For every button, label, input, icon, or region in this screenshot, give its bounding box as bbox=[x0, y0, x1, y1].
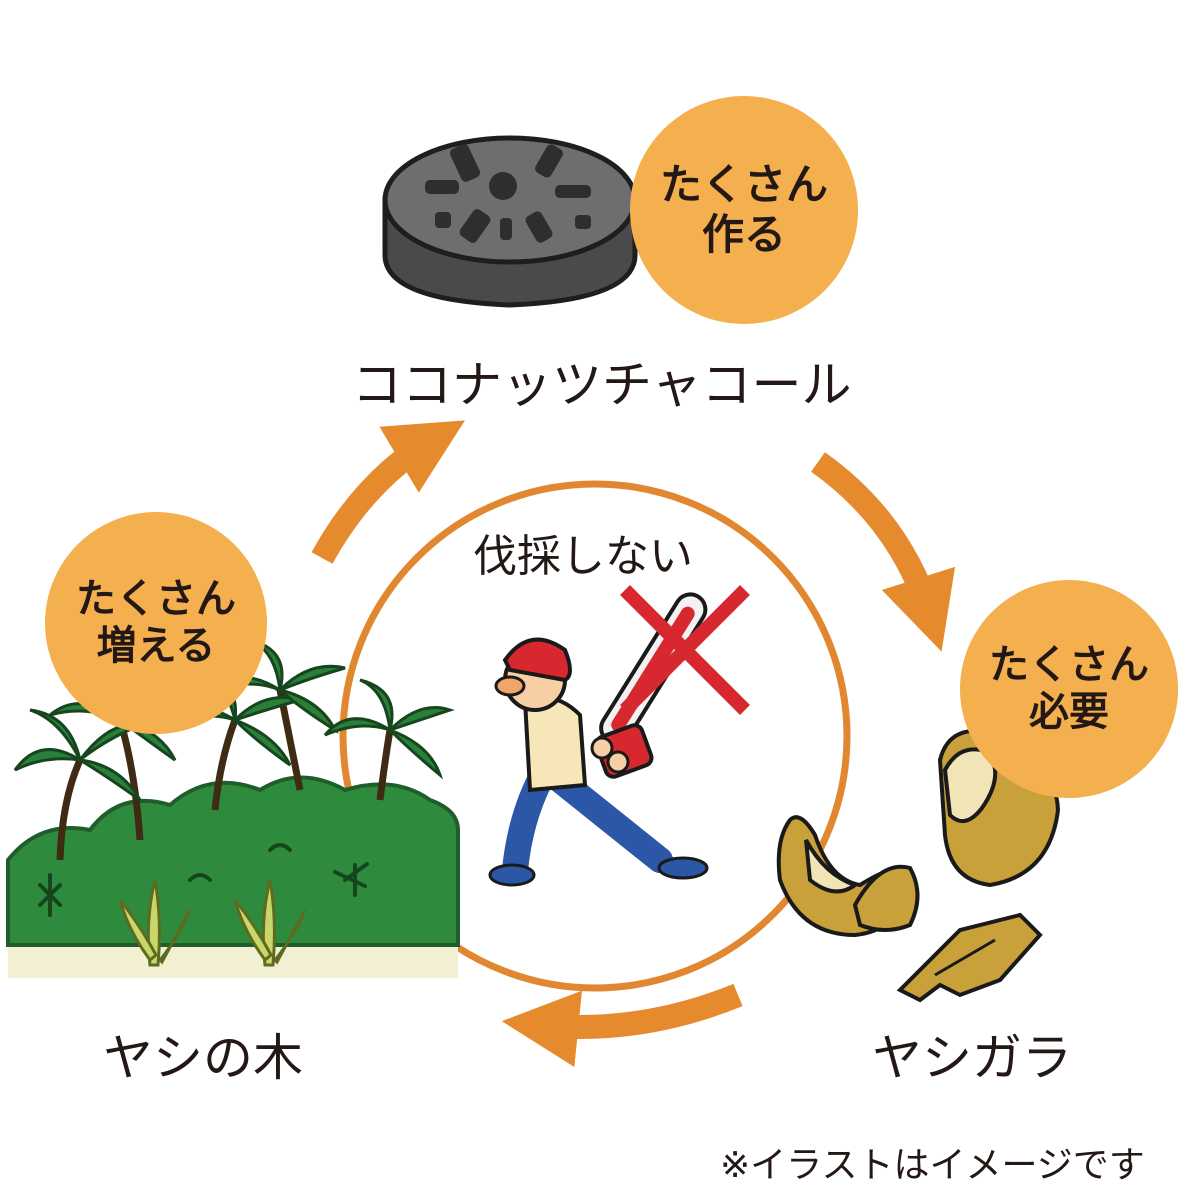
badge-need-line2: 必要 bbox=[1029, 689, 1109, 735]
badge-need-line1: たくさん bbox=[989, 641, 1149, 688]
label-palm-tree: ヤシの木 bbox=[103, 1029, 303, 1087]
label-coconut-shell: ヤシガラ bbox=[872, 1029, 1072, 1087]
arrow-shell-to-palm bbox=[501, 983, 743, 1068]
label-coconut-charcoal: ココナッツチャコール bbox=[352, 356, 852, 414]
prohibition-x-mark bbox=[620, 585, 750, 715]
charcoal-briquette-illustration bbox=[382, 135, 638, 308]
badge-need-many: たくさん 必要 bbox=[960, 580, 1178, 798]
coconut-shell-illustration bbox=[776, 728, 1061, 1003]
arrow-palm-to-charcoal bbox=[311, 420, 465, 564]
footnote: ※イラストはイメージです bbox=[720, 1145, 1145, 1186]
badge-grow-many: たくさん 増える bbox=[45, 512, 267, 734]
badge-make-line2: 作る bbox=[701, 210, 786, 259]
badge-grow-line1: たくさん bbox=[76, 575, 236, 622]
label-no-logging: 伐採しない bbox=[473, 531, 693, 582]
cycle-ring bbox=[339, 480, 851, 992]
badge-grow-line2: 増える bbox=[96, 623, 216, 669]
badge-make-line1: たくさん bbox=[659, 160, 828, 210]
badge-make-many: たくさん 作る bbox=[630, 96, 858, 324]
arrow-charcoal-to-shell bbox=[811, 452, 956, 652]
